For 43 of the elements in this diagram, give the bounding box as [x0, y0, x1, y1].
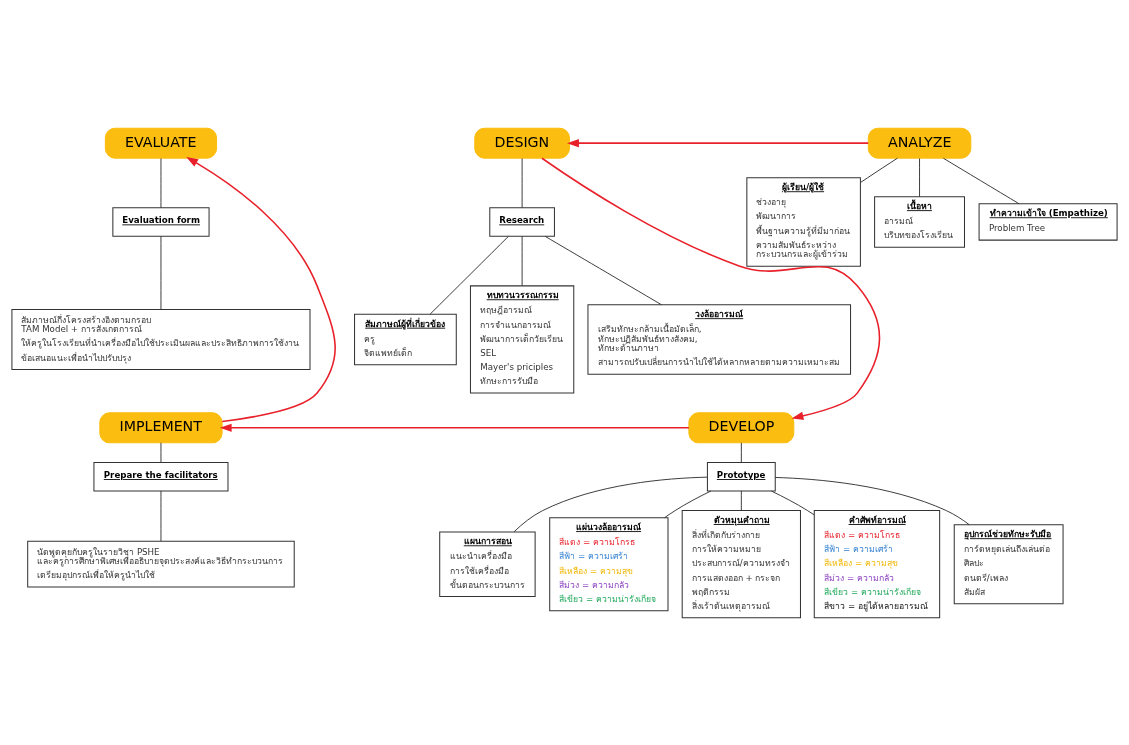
node-box: ผู้เรียน/ผู้ใช้ ช่วงอายุ พัฒนาการ พื้นฐานความรู้ที่มีมาก่อน ความสัมพันธ์ระหว่าง กระบวนกรและผู้เข้าร่วม: [746, 176, 861, 267]
node-box: แผ่นวงล้ออารมณ์ สีแดง = ความโกรธ สีฟ้า = ความเศร้า สีเหลือง = ความสุข สีม่วง = ความกลัว สีเขียว = ความน่ารังเกียจ: [549, 516, 669, 611]
node-box: เนื้อหา อารมณ์ บริบทของโรงเรียน: [874, 195, 965, 248]
node-box: สัมภาษณ์ผู้ที่เกี่ยวข้อง ครู จิตแพทย์เด็ก: [354, 313, 457, 365]
node-box: ตัวหมุนคำถาม สิ่งที่เกิดกับร่างกาย การให้ความหมาย ประสบการณ์/ความทรงจำ การแสดงออก + กระจก พฤติกรรม สิ่งเร้าต้นเหตุอารมณ์: [681, 509, 801, 618]
connector: [740, 441, 742, 463]
node-box: วงล้ออารมณ์ เสริมทักษะกล้ามเนื้อมัดเล็ก, ทักษะปฏิสัมพันธ์ทางสังคม, ทักษะด้านภาษา สามารถปรับเปลี่ยนการนำไปใช้ได้หลากหลายตามความเหมาะสม: [587, 303, 852, 375]
node-box: IMPLEMENT: [99, 411, 223, 443]
connector: [160, 235, 162, 310]
node-box: สัมภาษณ์กึ่งโครงสร้างอิงตามกรอบ TAM Model + การสังเกตการณ์ ให้ครูในโรงเรียนที่นำเครื่องมือไปใช้ประเมินผลและประสิทธิภาพการใช้งาน ข้อเสนอแนะเพื่อนำไปปรับปรุง: [11, 308, 311, 370]
connector: [544, 235, 662, 305]
connector: [160, 489, 162, 542]
node-box: Research: [489, 206, 555, 237]
node-box: อุปกรณ์ช่วยทักษะรับมือ การ์ดหยุดเล่นถึงเล่นต่อ ศิลปะ ดนตรี/เพลง สัมผัส: [953, 523, 1064, 604]
connector: [664, 490, 712, 518]
node-box: DESIGN: [474, 127, 570, 159]
connector: [740, 489, 742, 511]
node-box: ทบทวนวรรณกรรม ทฤษฎีอารมณ์ การจำแนกอารมณ์ พัฒนาการเด็กวัยเรียน SEL Mayer's priciples ทักษะการรับมือ: [469, 284, 575, 394]
node-box: คำศัพท์อารมณ์ สีแดง = ความโกรธ สีฟ้า = ความเศร้า สีเหลือง = ความสุข สีม่วง = ความกลัว สีเขียว = ความน่ารังเกียจ สีขาว = อยู่ได้หลายอารมณ์: [813, 509, 941, 618]
connector: [160, 157, 162, 208]
connector: [860, 157, 898, 183]
arrow: [219, 423, 690, 432]
connector: [160, 441, 162, 463]
connector: [919, 157, 921, 197]
connector: [429, 235, 509, 315]
node-box: Prototype: [706, 461, 776, 491]
connector: [521, 235, 523, 286]
node-box: ANALYZE: [867, 127, 972, 159]
node-box: EVALUATE: [104, 127, 218, 159]
arrow: [567, 138, 870, 147]
connector: [774, 476, 970, 525]
connector: [770, 490, 815, 515]
connector: [942, 157, 1020, 204]
arrow: [186, 156, 336, 422]
connector: [513, 476, 708, 532]
node-box: Evaluation form: [112, 206, 210, 237]
arrow: [541, 156, 881, 420]
connector: [521, 157, 523, 208]
node-box: DEVELOP: [688, 411, 795, 443]
node-box: Prepare the facilitators: [93, 461, 229, 491]
node-box: นัดพูดคุยกับครูในรายวิชา PSHE และครูการศึกษาพิเศษเพื่ออธิบายจุดประสงค์และวิธีทำกระบวนการ เตรียมอุปกรณ์เพื่อให้ครูนำไปใช้: [27, 540, 295, 588]
node-box: ทำความเข้าใจ (Empathize) Problem Tree: [978, 202, 1118, 241]
node-box: แผนการสอน แนะนำเครื่องมือ การใช้เครื่องมือ ขั้นตอนกระบวนการ: [439, 530, 536, 597]
